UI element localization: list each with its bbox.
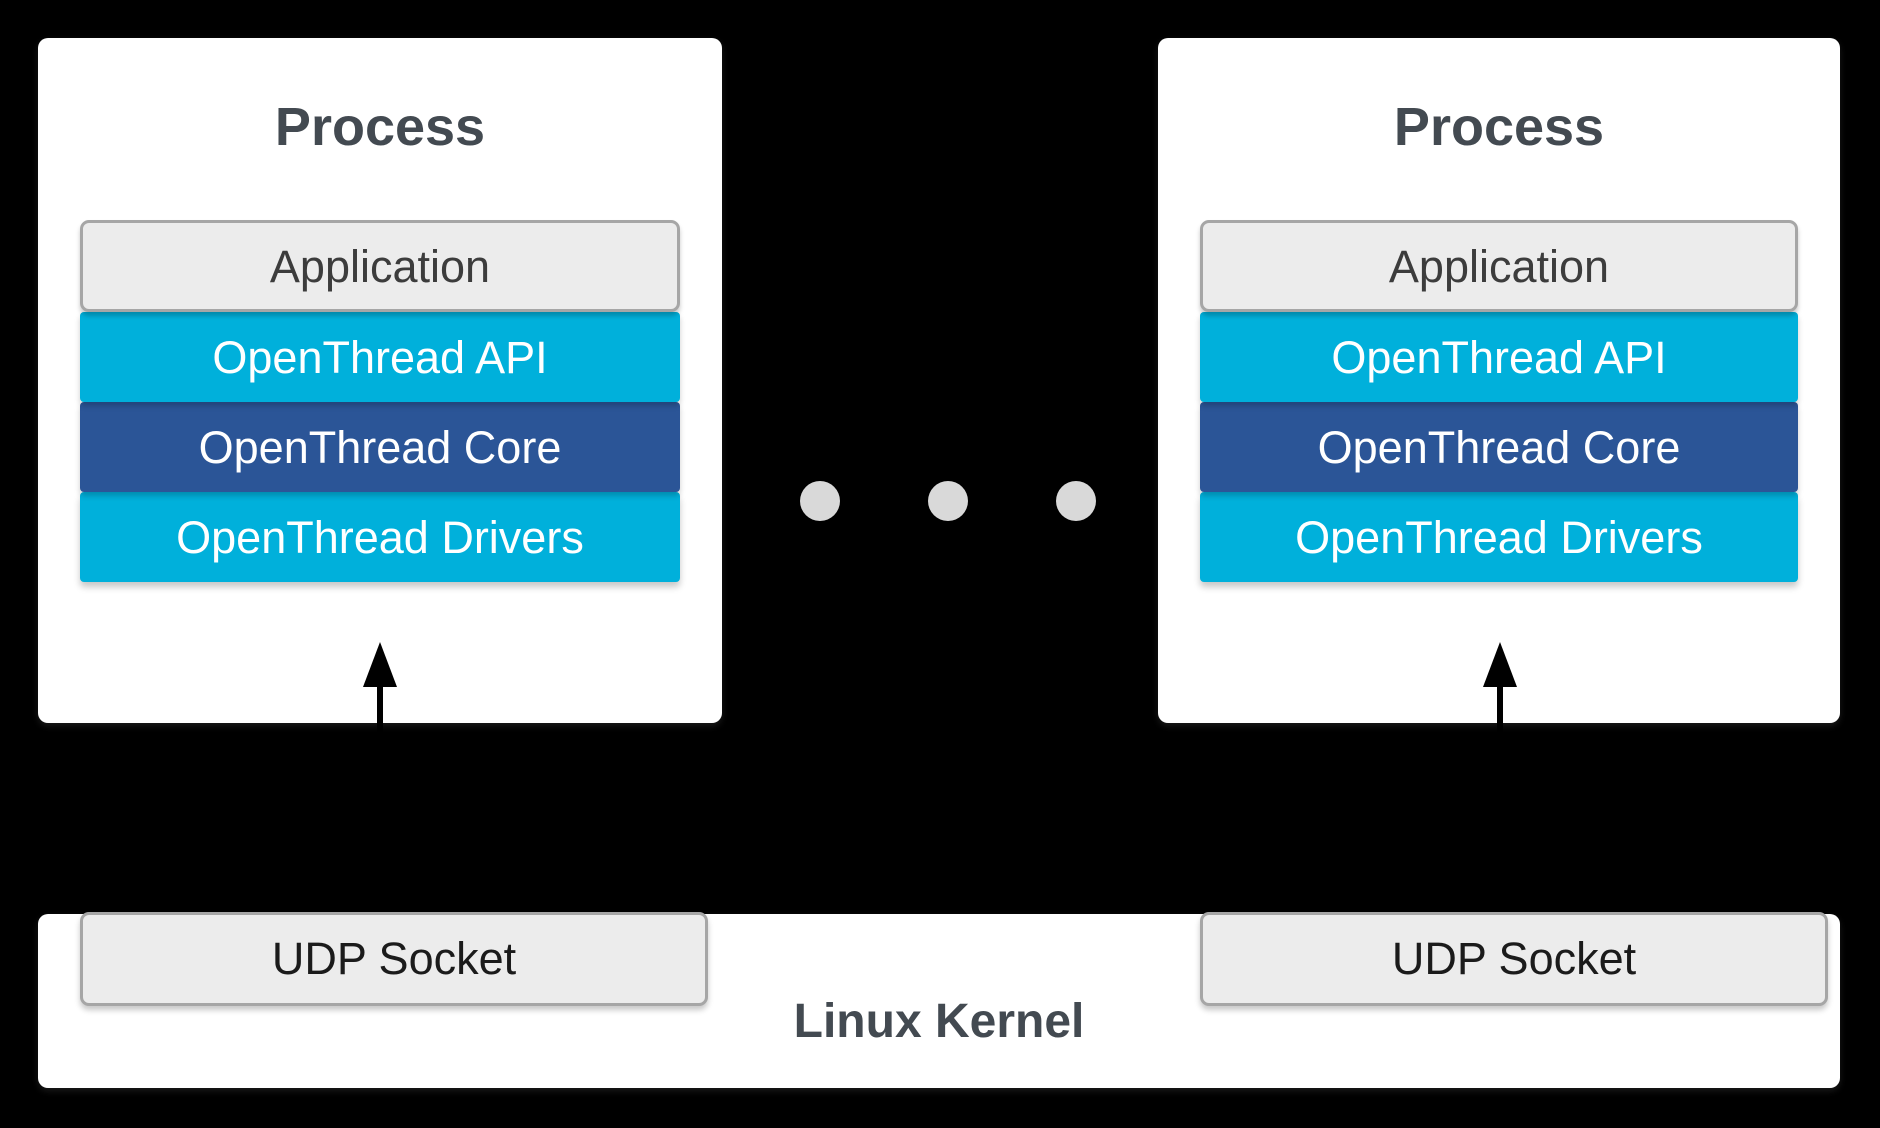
arrow-up-icon-right [1483,642,1517,752]
ellipsis-more-processes [800,478,1096,524]
kernel-card: UDP Socket UDP Socket Linux Kernel [38,912,1840,1088]
process-title-right: Process [1393,97,1605,157]
udp-socket-left: UDP Socket [80,912,708,1006]
layer-openthread-core-right: OpenThread Core [1200,402,1798,492]
ellipsis-dot [1056,481,1096,521]
layer-application-left: Application [80,220,680,312]
kernel-label: Linux Kernel [793,995,1085,1048]
layer-openthread-drivers-right: OpenThread Drivers [1200,492,1798,582]
layer-stack-right: Application OpenThread API OpenThread Co… [1200,220,1798,582]
layer-openthread-drivers-left: OpenThread Drivers [80,492,680,582]
layer-stack-left: Application OpenThread API OpenThread Co… [80,220,680,582]
process-card-left: Process Application OpenThread API OpenT… [38,38,722,723]
process-card-right: Process Application OpenThread API OpenT… [1158,38,1840,723]
layer-openthread-core-left: OpenThread Core [80,402,680,492]
ellipsis-dot [928,481,968,521]
layer-openthread-api-right: OpenThread API [1200,312,1798,402]
udp-socket-right: UDP Socket [1200,912,1828,1006]
layer-openthread-api-left: OpenThread API [80,312,680,402]
arrow-up-icon-left [363,642,397,752]
layer-application-right: Application [1200,220,1798,312]
ellipsis-dot [800,481,840,521]
process-title-left: Process [274,97,486,157]
